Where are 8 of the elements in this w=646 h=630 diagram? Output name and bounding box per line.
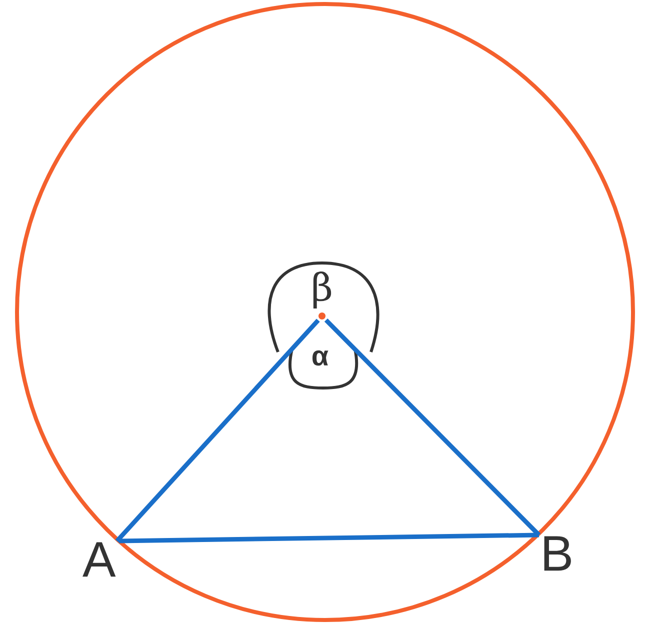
- triangle-side: [115, 318, 320, 543]
- angle-label: α: [312, 350, 328, 366]
- angle-label: β: [313, 272, 332, 308]
- vertex-label: A: [82, 542, 116, 577]
- vertex-label: B: [544, 536, 571, 571]
- triangle-side: [324, 318, 541, 537]
- triangle-side: [118, 532, 540, 544]
- center-point: [318, 312, 326, 320]
